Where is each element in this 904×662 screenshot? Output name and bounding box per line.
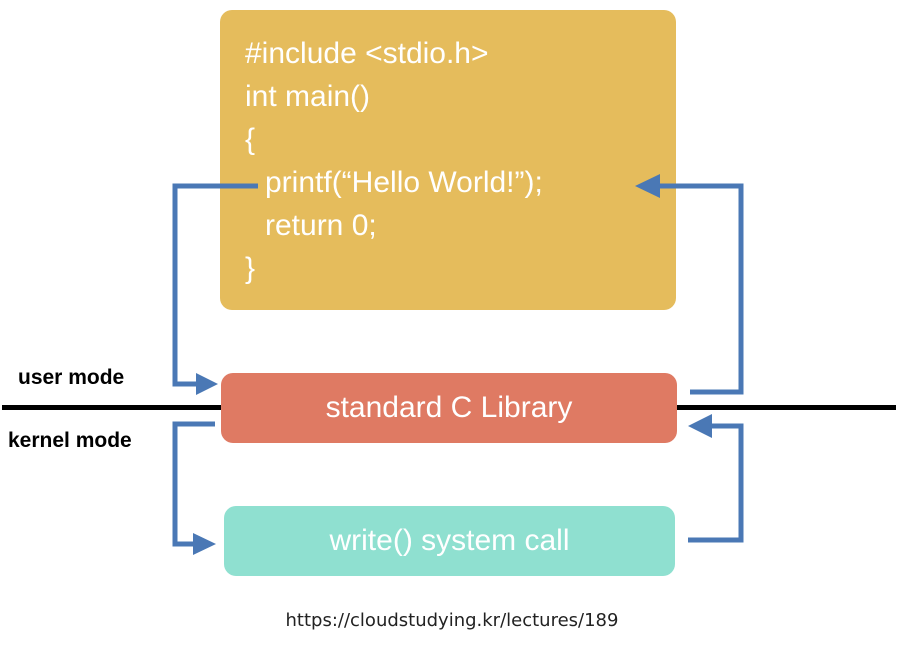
code-line-include: #include <stdio.h>: [245, 37, 489, 70]
mode-divider-right: [676, 405, 896, 410]
arrowhead-syscall-to-library: [688, 414, 712, 438]
arrow-syscall-to-library: [688, 423, 744, 543]
source-url: https://cloudstudying.kr/lectures/189: [285, 610, 619, 631]
code-line-main: int main(): [245, 80, 371, 113]
arrow-printf-to-library: [172, 183, 258, 387]
user-mode-label: user mode: [18, 366, 125, 389]
code-line-open-brace: {: [245, 123, 256, 156]
arrow-library-to-syscall: [172, 421, 215, 547]
arrow-library-to-printf: [660, 183, 744, 395]
mode-divider-left: [2, 405, 222, 410]
code-line-close-brace: }: [245, 252, 256, 285]
standard-c-library-label: standard C Library: [325, 391, 573, 424]
arrowhead-printf-to-library: [196, 373, 218, 395]
arrowhead-library-to-syscall: [193, 533, 216, 555]
code-line-return: return 0;: [265, 209, 377, 242]
source-code-box: #include <stdio.h> int main() { printf(“…: [220, 10, 676, 310]
write-system-call-box: write() system call: [224, 506, 675, 576]
code-line-printf: printf(“Hello World!”);: [265, 166, 543, 199]
kernel-mode-label: kernel mode: [8, 429, 132, 452]
arrowhead-library-to-printf: [635, 174, 660, 198]
write-system-call-label: write() system call: [329, 524, 570, 557]
standard-c-library-box: standard C Library: [221, 373, 677, 443]
